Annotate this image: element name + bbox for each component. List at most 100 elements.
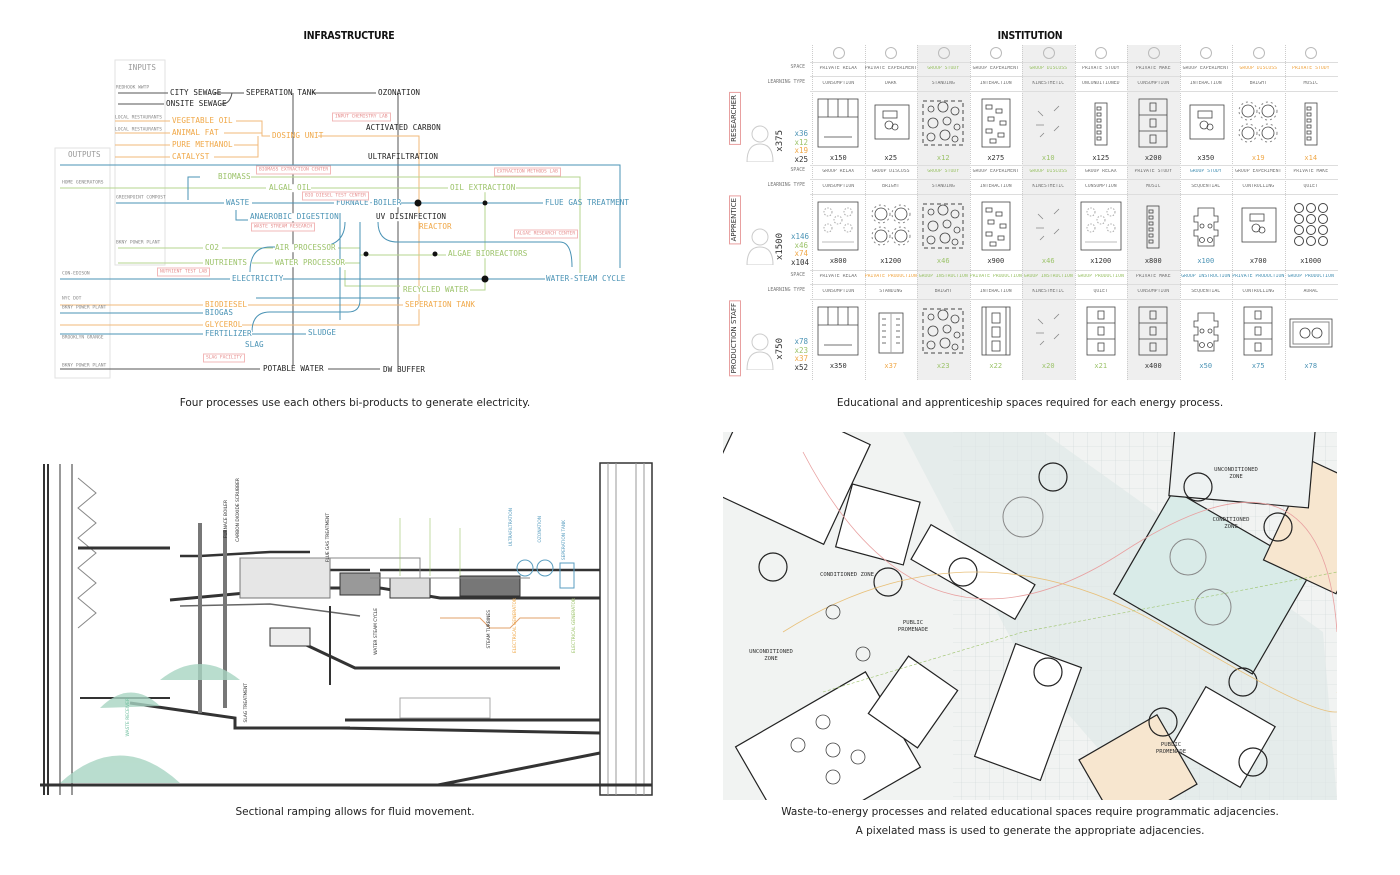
learning-type: KINESTHETIC (1032, 184, 1065, 189)
round-tables-plan-icon (1238, 101, 1278, 143)
space-type: GROUP STUDY (1189, 169, 1222, 174)
node-potable-water: POTABLE WATER (263, 364, 324, 374)
kinesthetic-plan-icon (1036, 105, 1060, 138)
space-type: GROUP INSTRUCTION (1023, 274, 1073, 279)
node-activated-carbon: ACTIVATED CARBON (366, 123, 441, 133)
node-separation-tank: SEPERATION TANK (246, 88, 317, 98)
space-type: GROUP DISCUSS (871, 169, 910, 174)
source-label: BKNY POWER PLANT (62, 305, 107, 311)
role-breakdown-count: x74 (794, 249, 808, 258)
space-type: GROUP EXPERIMENT (1235, 169, 1282, 174)
rooms-plan-icon (1138, 306, 1168, 356)
atrium-circles (1002, 496, 1232, 626)
zone-label: PUBLIC PROMENADE (897, 620, 929, 633)
learning-type: CONSUMPTION (822, 289, 855, 294)
learning-type: AURAL (1303, 289, 1318, 294)
bays-plan-icon (981, 306, 1010, 356)
space-type: PRIVATE MAKE (1293, 169, 1329, 174)
node-oil-extraction: OIL EXTRACTION (450, 183, 516, 193)
space-column (1284, 45, 1338, 380)
node-dosing-unit: DOSING UNIT (272, 131, 324, 141)
node-slag: SLAG (245, 340, 264, 350)
source-label: BROOKLYN GRANGE (62, 335, 104, 341)
space-type: GROUP INSTRUCTION (918, 274, 968, 279)
space-type: GROUP STUDY (927, 66, 960, 71)
space-type: PRIVATE STUDY (1081, 66, 1120, 71)
space-count: x46 (936, 257, 950, 265)
lounge-tables-plan-icon (1080, 201, 1121, 251)
node-air-processor: AIR PROCESSOR (275, 243, 336, 253)
space-type: GROUP DISCUSS (1239, 66, 1278, 71)
clock-icon (1147, 47, 1160, 59)
clock-icon (832, 47, 845, 59)
space-count: x150 (829, 154, 847, 162)
space-count: x1000 (1300, 257, 1322, 265)
space-count: x20 (1041, 362, 1055, 370)
learning-type: INTERACTION (979, 184, 1012, 189)
space-type: GROUP EXPERIMENT (1182, 66, 1229, 71)
role-breakdown-count: x52 (794, 362, 808, 372)
learning-type: INTERACTION (979, 289, 1012, 294)
learning-type: SEQUENTIAL (1191, 289, 1221, 294)
desks-plan-icon (981, 201, 1010, 251)
learning-type: BRIGHT (882, 184, 900, 189)
space-count: x25 (884, 154, 898, 162)
node-nutrients: NUTRIENTS (205, 258, 248, 268)
lounge-plan-icon (817, 98, 859, 148)
zone-label: UNCONDITIONED ZONE (749, 649, 793, 662)
space-type: GROUP PRODUCTION (1287, 274, 1334, 279)
node-ultrafiltration: ULTRAFILTRATION (368, 152, 439, 162)
space-column (812, 45, 865, 380)
node-animal-fat: ANIMAL FAT (172, 128, 219, 138)
stair-cores (758, 462, 1293, 777)
zone-label: CONDITIONED ZONE (820, 572, 874, 578)
learning-type: CONSUMPTION (1084, 184, 1117, 189)
role-breakdown-count: x12 (794, 137, 808, 147)
infrastructure-title: INFRASTRUCTURE (303, 29, 395, 42)
role-breakdown-count: x46 (794, 240, 808, 250)
lab-tag: SLAG FACILITY (203, 353, 245, 363)
plan-caption-1: Waste-to-energy processes and related ed… (781, 806, 1279, 818)
lab-tag: EXTRACTION METHODS LAB (494, 167, 561, 177)
space-count: x700 (1249, 257, 1267, 265)
row-divider (810, 62, 1338, 63)
space-count: x1200 (880, 257, 902, 265)
space-type: PRIVATE PRODUCTION (864, 274, 917, 279)
learning-type: STANDING (931, 184, 955, 189)
row-divider (810, 91, 1338, 92)
round-tables (790, 604, 871, 785)
cross-plan-icon (1193, 312, 1218, 352)
lab-plan-icon (1189, 104, 1224, 140)
space-count: x23 (936, 362, 950, 370)
site-plan: CONDITIONED ZONE UNCONDITIONED ZONE PUBL… (723, 432, 1337, 800)
space-row-label: SPACE (790, 65, 805, 70)
lab-tag: WASTE STREAM RESEARCH (251, 222, 316, 232)
learning-type: CONTROLLING (1242, 289, 1275, 294)
clock-icon (885, 47, 898, 59)
section-label: WATER STEAM CYCLE (374, 608, 379, 655)
node-catalyst: CATALYST (172, 152, 210, 162)
kinesthetic-plan-icon (1036, 208, 1060, 241)
space-count: x37 (884, 362, 898, 370)
role-label: RESEARCHER (729, 92, 741, 145)
assembly-plan-icon (1289, 318, 1332, 348)
node-electricity: ELECTRICITY (232, 274, 284, 284)
space-type: PRIVATE STUDY (1291, 66, 1330, 71)
person-icon (746, 333, 774, 370)
row-divider (810, 270, 1338, 271)
space-type: GROUP EXPERIMENT (972, 169, 1019, 174)
benches-plan-icon (878, 312, 903, 354)
infrastructure-diagram: INPUTS OUTPUTS REDHOOK WWTP LOCAL RESTAU… (0, 0, 700, 420)
space-count: x400 (1144, 362, 1162, 370)
source-label: HOME GENERATORS (62, 180, 104, 186)
node-separation-tank-2: SEPERATION TANK (405, 300, 476, 310)
circles-plan-icon (922, 203, 964, 249)
clock-icon (937, 47, 950, 59)
learning-type-row-label: LEARNING TYPE (767, 80, 805, 85)
role-label: APPRENTICE (729, 195, 741, 245)
person-icon (746, 228, 774, 265)
learning-type: CONSUMPTION (1137, 81, 1170, 86)
section-label: ELECTRICAL GENERATOR (572, 598, 577, 653)
space-count: x200 (1144, 154, 1162, 162)
infrastructure-caption: Four processes use each others bi-produc… (179, 397, 531, 409)
